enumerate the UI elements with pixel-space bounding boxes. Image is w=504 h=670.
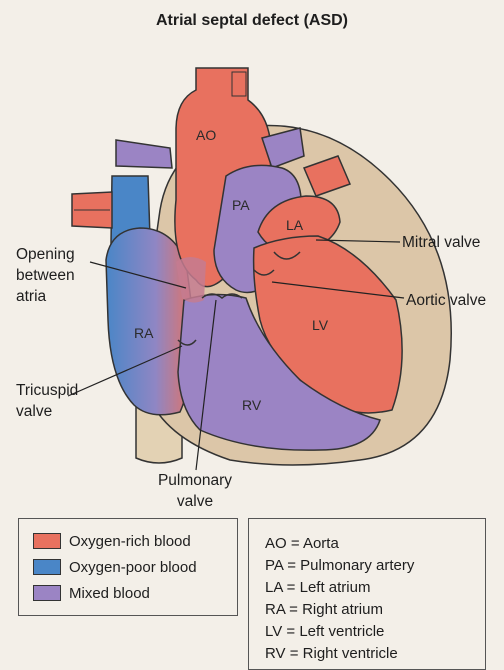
chamber-label-ao: AO [196,127,216,143]
legend-label: Oxygen-poor blood [69,559,197,576]
swatch-oxygen-poor [33,559,61,575]
abbr-row: LV = Left ventricle [265,623,384,640]
label-opening-line3: atria [16,286,75,307]
label-aortic-valve: Aortic valve [406,290,486,311]
label-pulmonary-valve: Pulmonary valve [140,470,250,512]
label-pulmonary-line1: Pulmonary [140,470,250,491]
label-mitral-valve: Mitral valve [402,232,480,253]
abbr-row: RA = Right atrium [265,601,383,618]
label-tricuspid-line2: valve [16,401,78,422]
abbr-row: PA = Pulmonary artery [265,557,414,574]
chamber-label-lv: LV [312,317,329,333]
label-tricuspid-line1: Tricuspid [16,380,78,401]
abbreviation-key: AO = Aorta PA = Pulmonary artery LA = Le… [248,518,486,670]
legend-item-oxygen-poor: Oxygen-poor blood [33,557,197,577]
swatch-oxygen-rich [33,533,61,549]
legend-label: Mixed blood [69,585,150,602]
aorta-branch [232,72,246,96]
abbr-row: AO = Aorta [265,535,339,552]
abbr-row: RV = Right ventricle [265,645,398,662]
abbr-row: LA = Left atrium [265,579,370,596]
chamber-label-ra: RA [134,325,154,341]
legend-item-oxygen-rich: Oxygen-rich blood [33,531,191,551]
label-opening-line2: between [16,265,75,286]
right-pulmonary-artery [116,140,172,168]
chamber-label-rv: RV [242,397,262,413]
legend-label: Oxygen-rich blood [69,533,191,550]
swatch-mixed [33,585,61,601]
label-pulmonary-line2: valve [140,491,250,512]
chamber-label-pa: PA [232,197,250,213]
heart-diagram: AO PA LA RA LV RV [0,0,504,520]
legend-item-mixed: Mixed blood [33,583,150,603]
label-tricuspid-valve: Tricuspid valve [16,380,78,422]
blood-legend: Oxygen-rich blood Oxygen-poor blood Mixe… [18,518,238,616]
chamber-label-la: LA [286,217,304,233]
label-opening-line1: Opening [16,244,75,265]
label-opening-between-atria: Opening between atria [16,244,75,307]
